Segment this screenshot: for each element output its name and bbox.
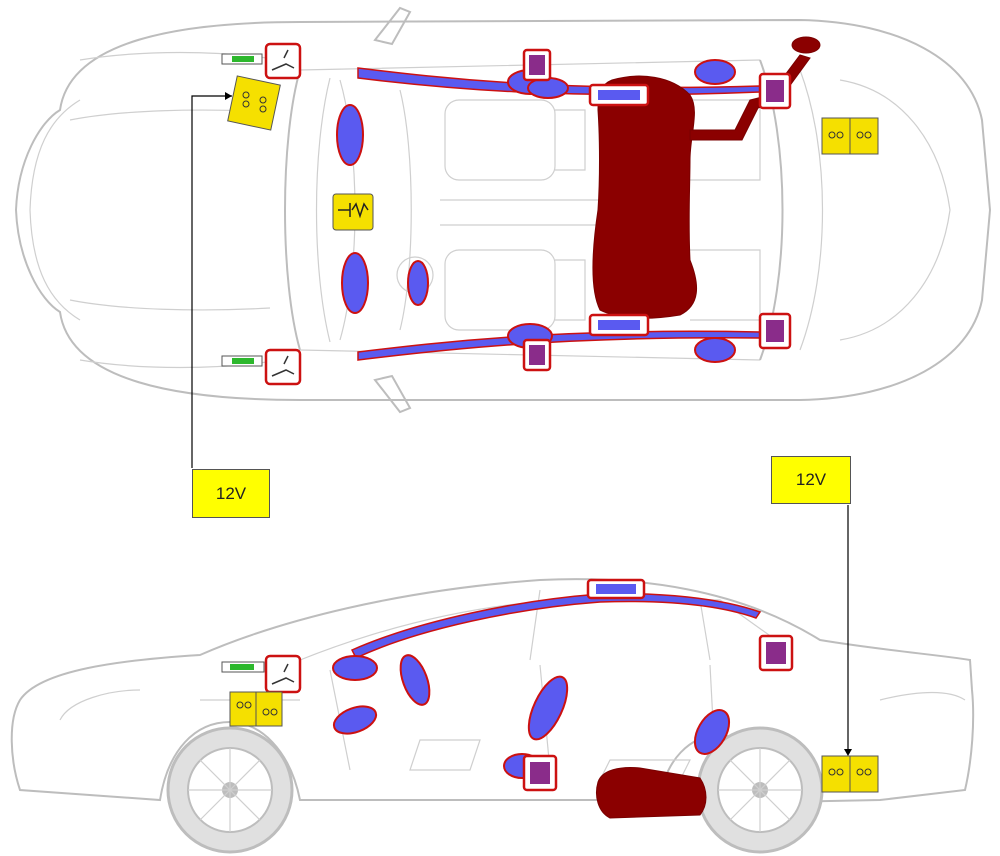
crash-sensor-icon xyxy=(522,754,558,792)
driver-airbag-icon xyxy=(341,252,369,314)
fuel-filler-pipe-icon xyxy=(689,54,811,141)
fuel-tank-side-icon xyxy=(596,767,707,819)
voltage-label-top: 12V xyxy=(192,469,270,518)
belt-tensioner-icon xyxy=(588,83,650,107)
battery-icon xyxy=(229,691,283,727)
fuel-cap-icon xyxy=(791,36,821,54)
crash-sensor-icon xyxy=(522,48,552,82)
crash-sensor-icon xyxy=(758,312,792,350)
crash-sensor-icon xyxy=(758,72,792,110)
side-airbag-rear-left-icon xyxy=(694,59,736,85)
rear-side-airbag-icon xyxy=(693,709,731,755)
voltage-label-bottom: 12V xyxy=(771,456,851,504)
head-airbag-icon xyxy=(332,655,378,681)
gas-spring-icon xyxy=(332,193,374,231)
top-view-car xyxy=(14,6,992,414)
passenger-airbag-icon xyxy=(407,260,429,306)
top-battery-leader xyxy=(191,95,232,468)
side-view-car xyxy=(10,578,975,854)
fuel-tank-icon xyxy=(592,75,698,319)
battery-icon xyxy=(227,75,281,131)
belt-tensioner-icon xyxy=(586,578,646,600)
pedestrian-protection-icon xyxy=(221,348,302,386)
pedestrian-protection-icon xyxy=(221,654,302,694)
driver-knee-airbag-icon xyxy=(336,104,364,166)
pedestrian-protection-icon xyxy=(221,42,302,80)
knee-airbag-icon xyxy=(399,654,431,706)
curtain-airbag-side xyxy=(350,592,762,659)
crash-sensor-icon xyxy=(522,338,552,372)
thorax-airbag-icon xyxy=(332,705,378,735)
side-airbag-rear-right-icon xyxy=(694,337,736,363)
battery-icon xyxy=(821,755,879,793)
seat-side-airbag-icon xyxy=(527,675,569,741)
belt-tensioner-icon xyxy=(588,313,650,337)
battery-icon xyxy=(821,117,879,155)
crash-sensor-icon xyxy=(758,634,794,672)
